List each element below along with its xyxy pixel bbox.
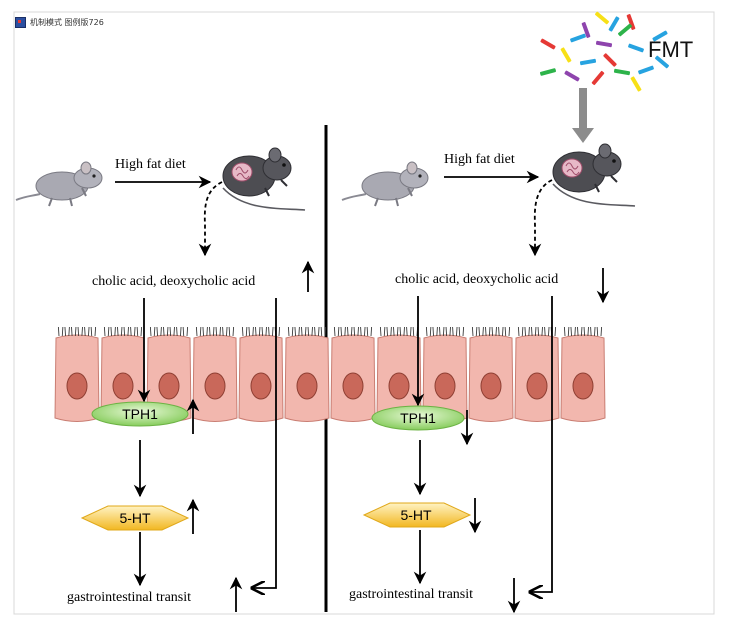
bacterium — [591, 70, 605, 86]
transit-label-right: gastrointestinal transit — [349, 587, 473, 602]
epithelial-cell-left — [238, 326, 284, 422]
bacterium — [608, 16, 620, 32]
bacterium — [540, 38, 556, 50]
epithelial-cell-right — [422, 326, 468, 422]
bacterium — [654, 55, 670, 69]
fmt-arrow — [572, 88, 594, 143]
lean-mouse-right — [341, 161, 429, 207]
diet-label-left: High fat diet — [115, 157, 186, 172]
bacterium — [630, 76, 642, 92]
cell-nucleus — [250, 372, 272, 400]
serotonin-diamond-left — [80, 505, 190, 531]
acids-to-transit-arrow-left — [252, 298, 277, 588]
bacterium — [570, 33, 586, 43]
bacterium — [595, 40, 613, 48]
dashed-arrow-right — [528, 179, 553, 257]
cell-nucleus — [158, 372, 180, 400]
tph1-label-right: TPH1 — [400, 410, 436, 426]
bacterium — [617, 23, 633, 37]
bacterium — [581, 22, 591, 38]
cell-nucleus — [66, 372, 88, 400]
bacterium — [564, 70, 580, 82]
cell-nucleus — [204, 372, 226, 400]
window-title-bar: 机制模式 图例版726 — [15, 15, 104, 29]
epithelial-cell-right — [514, 326, 560, 422]
acids-to-transit-arrow-right — [530, 296, 553, 592]
bacterium — [613, 68, 631, 76]
window-title: 机制模式 图例版726 — [30, 17, 104, 27]
cell-nucleus — [526, 372, 548, 400]
epithelial-cell-left — [146, 326, 192, 422]
bacterium — [594, 11, 610, 25]
epithelial-cell-left — [54, 326, 100, 422]
cell-nucleus — [480, 372, 502, 400]
lean-mouse-left — [15, 161, 103, 207]
serotonin-diamond-right — [362, 502, 472, 528]
right-panel: High fat diet cholic acid, deoxycholic a… — [330, 143, 636, 614]
left-panel: High fat diet cholic acid, deoxycholic a… — [15, 147, 330, 612]
page-frame — [13, 11, 715, 615]
transit-label-left: gastrointestinal transit — [67, 590, 191, 605]
serotonin-label-right: 5-HT — [400, 507, 432, 523]
cell-nucleus — [572, 372, 594, 400]
bacterium — [603, 53, 617, 67]
serotonin-label-left: 5-HT — [119, 510, 151, 526]
cell-nucleus — [342, 372, 364, 400]
bacterium — [652, 30, 668, 42]
bacterium — [560, 47, 572, 63]
bacterium — [579, 58, 597, 66]
acids-label-left: cholic acid, deoxycholic acid — [92, 274, 255, 289]
cell-nucleus — [434, 372, 456, 400]
cell-nucleus — [296, 372, 318, 400]
obese-mouse-left — [222, 147, 306, 211]
cell-nucleus — [388, 372, 410, 400]
cell-nucleus — [112, 372, 134, 400]
epithelial-cell-right — [330, 326, 376, 422]
obese-mouse-right — [552, 143, 636, 207]
bacterium — [626, 14, 636, 30]
epithelial-cell-right — [560, 326, 606, 422]
epithelial-cells-right — [330, 326, 606, 422]
fmt-label: FMT — [648, 37, 693, 62]
acids-label-right: cholic acid, deoxycholic acid — [395, 272, 558, 287]
bacterium — [638, 65, 654, 75]
epithelial-cell-left — [192, 326, 238, 422]
epithelial-cells-left — [54, 326, 330, 422]
fmt-bacteria-cluster — [539, 11, 670, 92]
diet-label-right: High fat diet — [444, 152, 515, 167]
bacterium — [628, 43, 644, 53]
tph1-label-left: TPH1 — [122, 406, 158, 422]
dashed-arrow-left — [198, 181, 223, 257]
bacterium — [539, 68, 557, 76]
epithelial-cell-right — [468, 326, 514, 422]
app-icon — [15, 16, 26, 28]
epithelial-cell-left — [284, 326, 330, 422]
